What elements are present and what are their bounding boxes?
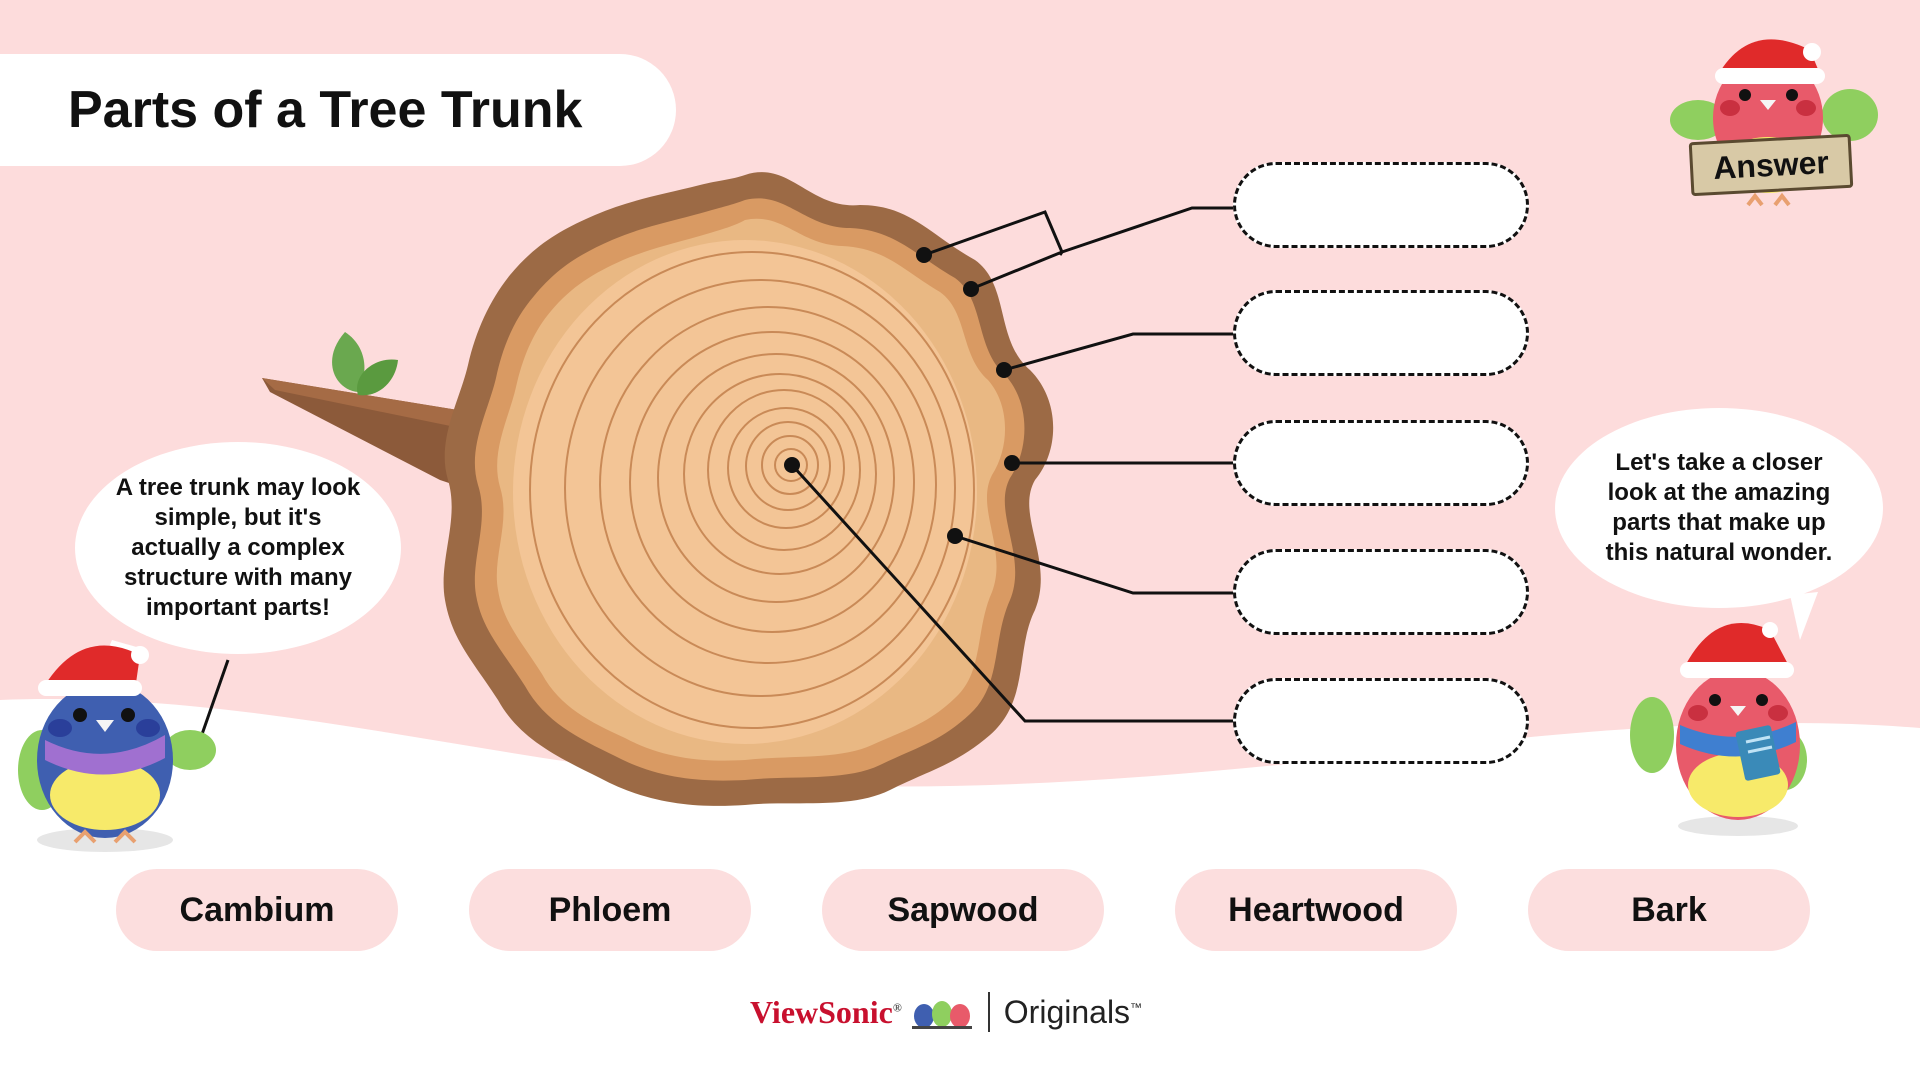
santa-hat-icon — [1680, 622, 1794, 678]
page-title: Parts of a Tree Trunk — [68, 81, 583, 139]
footer-logo: ViewSonic® Originals™ — [750, 984, 1180, 1040]
santa-hat-icon — [38, 645, 149, 696]
footer-divider — [987, 992, 990, 1032]
pointer-stick — [198, 659, 230, 741]
leader-dots — [784, 247, 1020, 544]
originals-logo: Originals™ — [1003, 993, 1143, 1030]
answer-slot-3[interactable] — [1233, 420, 1529, 506]
santa-hat-icon — [1715, 39, 1825, 84]
answer-button[interactable]: Answer — [1688, 133, 1854, 197]
bird-mascot-blue-icon — [18, 682, 216, 852]
answer-slot-2[interactable] — [1233, 290, 1529, 376]
word-chip-bark[interactable]: Bark — [1528, 869, 1810, 951]
answer-slot-4[interactable] — [1233, 549, 1529, 635]
birds-logo-icon — [911, 1001, 972, 1029]
tree-trunk-cross-section-icon — [443, 172, 1054, 806]
left-bubble-text: A tree trunk may look simple, but it's a… — [115, 474, 361, 621]
right-bubble-tail — [1790, 592, 1818, 640]
title-banner: Parts of a Tree Trunk — [0, 54, 676, 166]
answer-slot-5[interactable] — [1233, 678, 1529, 764]
word-chip-sapwood[interactable]: Sapwood — [822, 869, 1104, 951]
word-chip-heartwood[interactable]: Heartwood — [1175, 869, 1457, 951]
right-bubble-text: Let's take a closer look at the amazing … — [1605, 449, 1833, 566]
leaf-icon — [332, 332, 398, 396]
word-chip-cambium[interactable]: Cambium — [116, 869, 398, 951]
book-icon — [1735, 725, 1781, 781]
leader-lines — [790, 206, 1233, 723]
right-speech-bubble: Let's take a closer look at the amazing … — [1555, 408, 1883, 608]
branch-icon — [262, 378, 470, 490]
left-speech-bubble: A tree trunk may look simple, but it's a… — [75, 442, 401, 654]
word-chip-phloem[interactable]: Phloem — [469, 869, 751, 951]
answer-slot-1[interactable] — [1233, 162, 1529, 248]
viewsonic-logo: ViewSonic® — [750, 993, 902, 1030]
